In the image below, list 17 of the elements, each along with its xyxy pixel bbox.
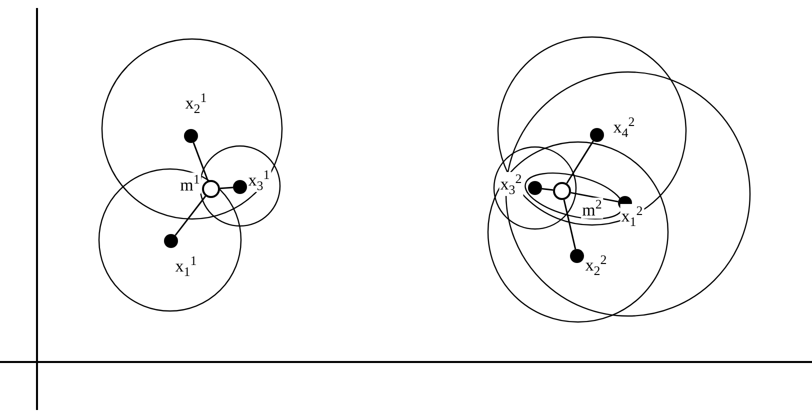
- connector-line: [566, 140, 594, 184]
- connector-line: [542, 188, 554, 191]
- connector-line: [174, 196, 206, 236]
- connector-line: [192, 142, 209, 181]
- data-point: [184, 129, 198, 143]
- point-label: m$^{2}$: [581, 198, 603, 218]
- data-point: [164, 234, 178, 248]
- mean-point: [202, 180, 220, 198]
- connector-line: [563, 200, 576, 250]
- data-point: [590, 128, 604, 142]
- point-label: m$^{1}$: [179, 172, 201, 194]
- mean-point: [553, 182, 571, 200]
- data-point: [570, 249, 584, 263]
- data-point: [528, 181, 542, 195]
- data-point: [233, 180, 247, 194]
- connector-line: [570, 192, 618, 202]
- connector-line: [220, 186, 234, 190]
